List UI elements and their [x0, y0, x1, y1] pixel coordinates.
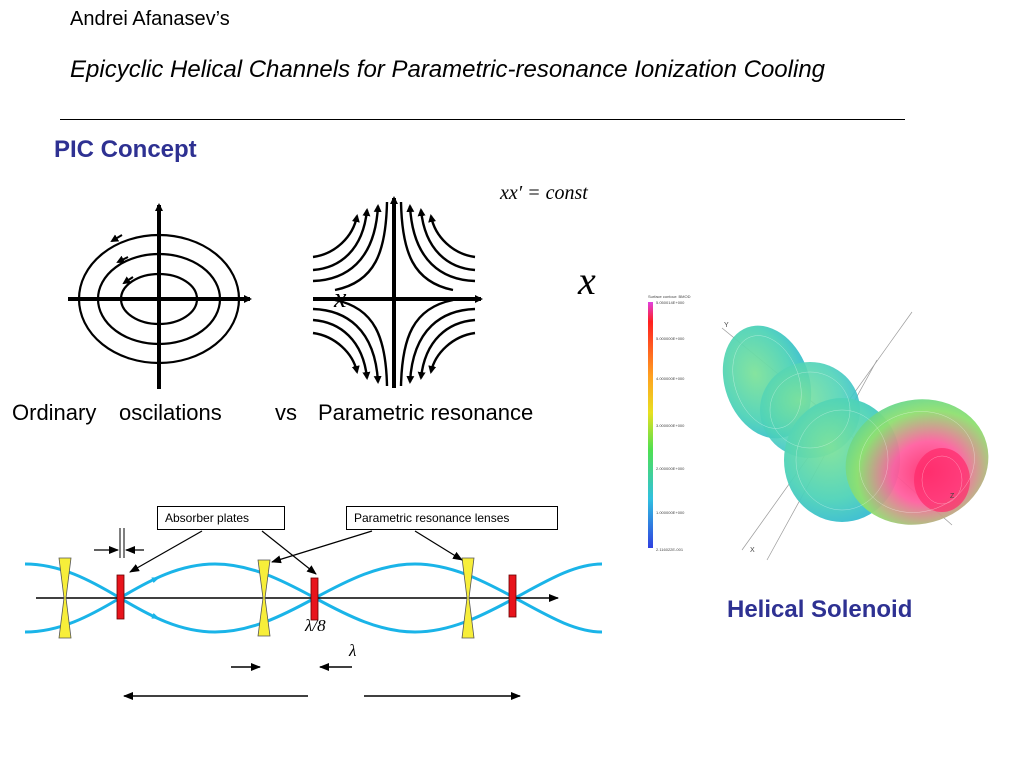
hyperbola-line	[312, 204, 382, 283]
hyperbola-line	[312, 307, 382, 384]
hyperbola-line	[312, 331, 360, 374]
hyperbola-line	[312, 208, 371, 272]
resonance-lens	[257, 559, 271, 637]
oscillations-label: oscilations	[119, 400, 222, 425]
invariant-equation: xx′ = const	[500, 182, 588, 204]
orbit-arrow	[122, 276, 134, 285]
hyperbola-line	[334, 298, 389, 387]
lambda-label: λ	[349, 641, 357, 660]
hyperbola-line	[406, 307, 476, 384]
helical-solenoid-title: Helical Solenoid	[727, 596, 913, 623]
x-axis-label: x	[578, 258, 596, 303]
resonance-lens	[58, 557, 72, 639]
title-divider	[60, 119, 905, 120]
hyperbola-line	[406, 204, 476, 283]
colorbar-tick: 3.000000E+000	[656, 423, 685, 428]
colorbar-tick: 4.000000E+000	[656, 376, 685, 381]
colorbar-tick: 5.050014E+000	[656, 300, 685, 305]
hyperbola-line	[399, 298, 454, 387]
ordinary-oscillation-diagram	[68, 203, 252, 389]
lens-callout-line	[271, 530, 373, 564]
slide-title: Epicyclic Helical Channels for Parametri…	[70, 56, 826, 83]
colorbar-tick: 1.000000E+000	[656, 510, 685, 515]
hyperbola-line	[312, 318, 371, 380]
axis-z-label: Z	[950, 493, 955, 500]
colorbar-tick: 5.000000E+000	[656, 336, 685, 341]
hyperbola-line	[312, 214, 360, 259]
absorber-plate	[310, 577, 319, 621]
parametric-resonance-diagram	[312, 196, 483, 388]
orbit-arrow	[110, 234, 123, 243]
author-name: Andrei Afanasev’s	[70, 8, 230, 30]
hyperbola-line	[334, 201, 389, 292]
versus-label: vs	[275, 400, 297, 425]
hyperbola-line	[428, 331, 476, 374]
hyperbola-line	[417, 208, 476, 272]
ordinary-label: Ordinary	[12, 400, 97, 425]
colorbar-tick: 2.000000E+000	[656, 466, 685, 471]
absorber-callout-line	[129, 530, 203, 573]
parametric-resonance-label: Parametric resonance	[318, 400, 534, 425]
absorber-plate	[508, 574, 517, 618]
colorbar-title: Surface contour: BMOD	[648, 294, 691, 299]
resonance-lenses-label: Parametric resonance lenses	[346, 506, 558, 530]
hyperbola-line	[399, 201, 454, 292]
absorber-callout-line	[261, 530, 317, 575]
lambda-over-8-label: λ/8	[305, 616, 326, 635]
helical-solenoid-render: Y X Z	[721, 311, 989, 561]
lens-callout-line	[414, 530, 463, 561]
section-title: PIC Concept	[54, 136, 197, 163]
x-axis-label-small: x	[334, 283, 347, 314]
axis-x-label: X	[750, 547, 755, 554]
colorbar-tick: 2.116022E-001	[656, 547, 684, 552]
orbit-arrow	[116, 255, 129, 263]
hyperbola-line	[428, 214, 476, 259]
field-colorbar: Surface contour: BMOD 5.050014E+000 5.00…	[648, 294, 691, 552]
axis-y-label: Y	[724, 322, 729, 329]
absorber-plate	[116, 574, 125, 620]
cooling-channel-diagram	[24, 528, 603, 700]
hyperbola-line	[417, 318, 476, 380]
absorber-plates-label: Absorber plates	[157, 506, 285, 530]
resonance-lens	[461, 557, 475, 639]
